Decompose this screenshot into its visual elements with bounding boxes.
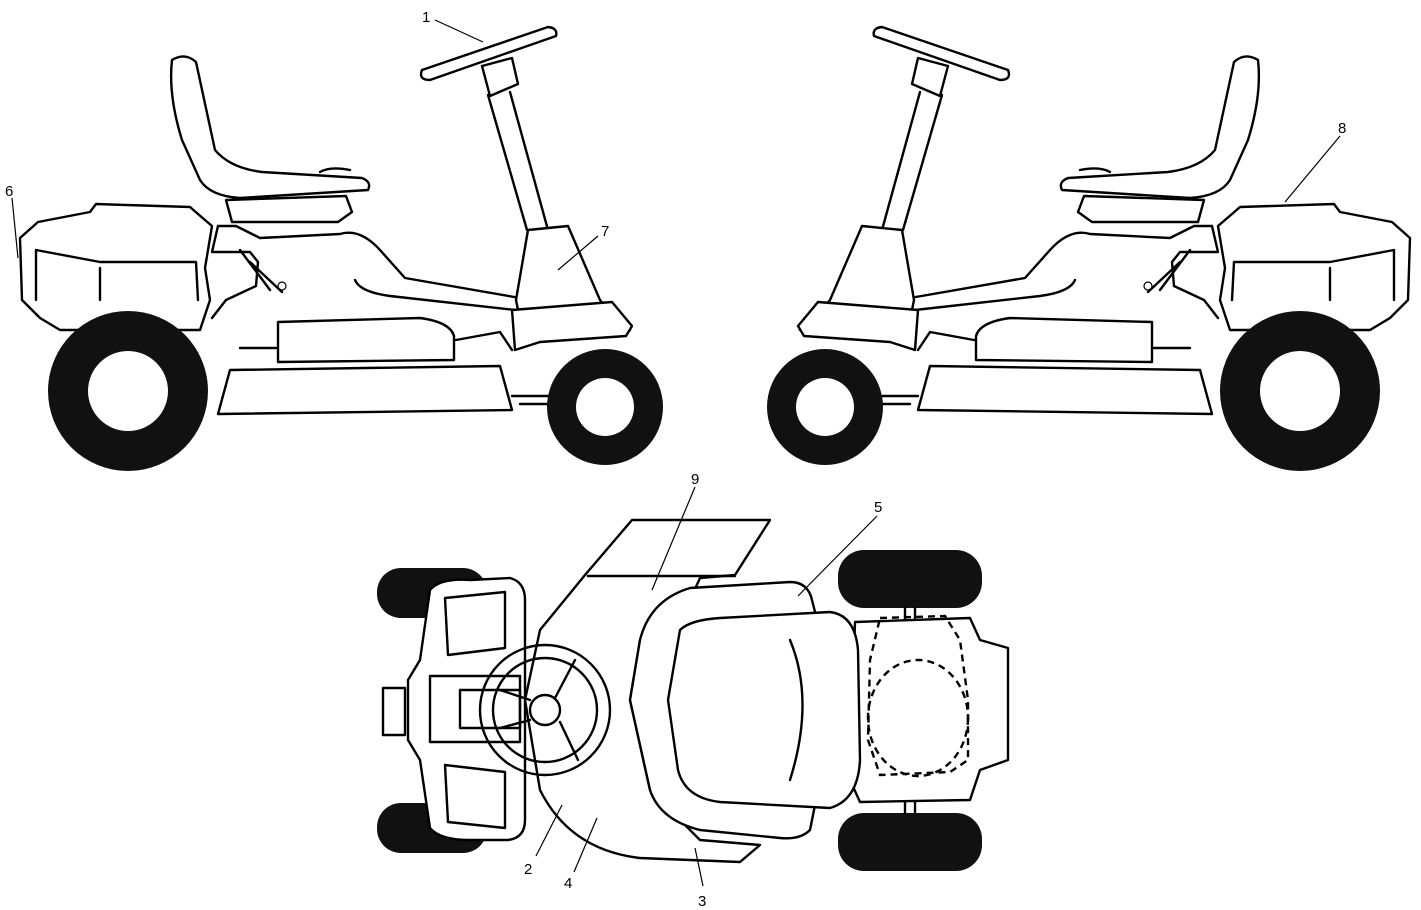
callout-6: 6: [5, 183, 19, 259]
callout-7: 7: [557, 223, 609, 271]
svg-text:9: 9: [691, 471, 699, 488]
left-rear-engine-cover: [18, 202, 214, 332]
svg-text:1: 1: [422, 9, 430, 26]
svg-text:7: 7: [601, 223, 609, 240]
svg-text:3: 3: [698, 893, 706, 910]
left-mower-deck: [216, 364, 514, 416]
svg-text:2: 2: [524, 861, 532, 878]
right-mower-deck: [916, 364, 1214, 416]
callout-9: 9: [651, 471, 699, 591]
right-seat: [1059, 55, 1261, 200]
right-rear-tire: [1220, 311, 1380, 471]
left-steering-column: [486, 90, 550, 232]
callout-5: 5: [797, 499, 882, 597]
top-view: [377, 518, 1010, 871]
svg-text:8: 8: [1338, 120, 1346, 137]
right-front-tire: [767, 349, 883, 465]
left-rear-tire: [48, 311, 208, 471]
callout-1: 1: [422, 9, 484, 43]
right-side-view: [767, 25, 1412, 471]
svg-text:6: 6: [5, 183, 13, 200]
left-side-view: [18, 25, 663, 471]
top-steering-wheel: [478, 643, 612, 777]
callout-3: 3: [694, 847, 706, 910]
right-steering-wheel: [872, 25, 1011, 82]
left-seat: [169, 55, 371, 200]
svg-text:5: 5: [874, 499, 882, 516]
right-rear-engine-cover: [1216, 202, 1412, 332]
svg-text:4: 4: [564, 875, 572, 892]
top-rear-right-tire: [838, 813, 982, 871]
top-rear-left-tire: [838, 550, 982, 608]
left-front-tire: [547, 349, 663, 465]
callout-8: 8: [1284, 120, 1346, 203]
callout-2: 2: [524, 804, 563, 878]
top-seat-cushion: [666, 610, 862, 810]
callout-4: 4: [564, 817, 598, 892]
right-steering-column: [880, 90, 944, 232]
left-steering-wheel: [419, 25, 558, 82]
